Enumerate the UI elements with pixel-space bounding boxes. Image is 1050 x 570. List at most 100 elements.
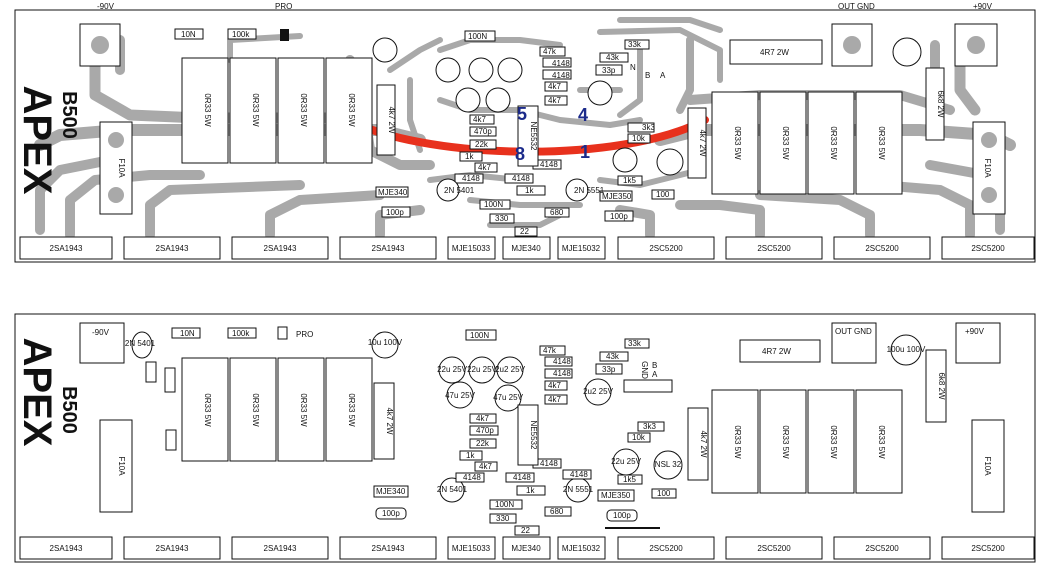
res-6k8-2w [925,67,945,141]
diode-4148-label: 4148 [552,59,570,68]
q2n5401-label: 2N 5401 [125,339,156,348]
resistor-0r33-label: 0R33 5W [781,126,790,160]
out-gnd-label: OUT GND [835,327,872,336]
resistor-0r33-label: 0R33 5W [347,93,356,127]
transistor-row-bottom: 2SA1943 2SA1943 2SA1943 2SA1943 MJE15033… [19,536,1035,560]
res-10k-label: 10k [632,134,646,143]
diode-4148-label: 4148 [513,473,531,482]
cap-2u2-label: 2u2 25V [495,365,525,374]
transistor-2sc5200-label: 2SC5200 [757,544,791,553]
pin-number-8: 8 [515,144,525,164]
res-4k7-label: 4k7 [548,96,561,105]
cap-33p-label: 33p [602,66,616,75]
ic-ne5532 [517,404,539,466]
resistor-0r33-label: 0R33 5W [347,393,356,427]
res-1k-label: 1k [525,186,534,195]
mje340-label: MJE340 [376,487,406,496]
fuse-left [99,419,133,513]
res-1k5-label: 1k5 [623,176,636,185]
res-4k7-label: 4k7 [479,462,492,471]
transistor-2sa1943-label: 2SA1943 [372,544,405,553]
diode-4148-label: 4148 [553,357,571,366]
res-43k-label: 43k [606,53,620,62]
power-resistors-left: 0R33 5W 0R33 5W 0R33 5W 0R33 5W [181,57,373,164]
res-330-label: 330 [496,514,510,523]
pin-number-5: 5 [517,104,527,124]
res-680-label: 680 [550,208,564,217]
res-330-label: 330 [495,214,509,223]
cap-22u-label: 22u 25V [611,457,641,466]
transistor-2sc5200-label: 2SC5200 [865,544,899,553]
ic-ne5532 [517,105,539,167]
terminal-neg [79,322,125,364]
resistor-0r33-label: 0R33 5W [203,93,212,127]
pin-b-label: B [652,361,657,370]
resistor-0r33-label: 0R33 5W [877,126,886,160]
cap-33p-label: 33p [602,365,616,374]
transistor-2sc5200-label: 2SC5200 [649,244,683,253]
res-4k7-label: 4k7 [473,115,486,124]
resistor-0r33-label: 0R33 5W [733,126,742,160]
cap-470p-label: 470p [474,127,492,136]
brand-logo: APEX [15,338,59,447]
model-label: B500 [58,386,80,434]
res-4k7-2w-left [373,382,395,460]
res-3k3-label: 3k3 [642,123,655,132]
transistor-2sc5200-label: 2SC5200 [649,544,683,553]
driver-mje15032-label: MJE15032 [562,244,601,253]
resistor-0r33-label: 0R33 5W [251,93,260,127]
diode-4148-label: 4148 [570,470,588,479]
res-100k-label: 100k [232,329,250,338]
pin-b-label: B [645,71,650,80]
electrolytic-caps [372,37,922,202]
driver-mje340-label: MJE340 [511,544,541,553]
transistor-2sc5200-label: 2SC5200 [757,244,791,253]
cap-100u-label: 100u 100V [887,345,926,354]
pin-gnd-label: GND [640,361,649,379]
res-100-label: 100 [657,489,671,498]
res-4k7-label: 4k7 [548,381,561,390]
fuse-right [971,419,1005,513]
res-22-label: 22 [520,227,529,236]
diode-4148-label: 4148 [512,174,530,183]
res-4k7-label: 4k7 [548,395,561,404]
resistor-0r33-label: 0R33 5W [781,425,790,459]
res-47k-label: 47k [543,47,557,56]
resistor-0r33-label: 0R33 5W [877,425,886,459]
diode-4148-label: 4148 [463,473,481,482]
resistor-0r33-label: 0R33 5W [251,393,260,427]
transistor-row-top: 2SA1943 2SA1943 2SA1943 2SA1943 MJE15033… [19,236,1035,260]
res-1k-label: 1k [466,451,475,460]
transistor-2sa1943-label: 2SA1943 [50,544,83,553]
res-4k7-2w-label: 4k7 2W [699,430,708,458]
cap-100n-label: 100N [495,500,514,509]
diode-4148-label: 4148 [553,369,571,378]
cap-100p-label: 100p [386,208,404,217]
resistor-0r33-label: 0R33 5W [829,425,838,459]
cap-22u-label: 22u 25V [467,365,497,374]
q2n5551-label: 2N 5551 [574,186,605,195]
pin-number-1: 1 [580,142,590,162]
transistor-2sa1943-label: 2SA1943 [156,244,189,253]
res-6k8-2w-label: 6k8 2W [936,90,945,118]
res-4k7-2w-label: 4k7 2W [387,106,396,134]
diode-4148-label: 4148 [462,174,480,183]
pin-a-label: A [652,370,658,379]
resistor-0r33-label: 0R33 5W [299,93,308,127]
res-22k-label: 22k [475,140,489,149]
fuse-label-left: F10A [117,158,126,178]
pin-number-4: 4 [578,105,588,125]
cap-100n-label: 100N [484,200,503,209]
mje340-label: MJE340 [378,188,408,197]
res-47k-label: 47k [543,346,557,355]
ic-label: NE5532 [529,122,538,151]
driver-mje15032-label: MJE15032 [562,544,601,553]
resistor-0r33-label: 0R33 5W [733,425,742,459]
cap-100n-label: 100N [468,32,487,41]
fuse-label: F10A [983,456,992,476]
res-4k7-2w-label: 4k7 2W [385,407,394,435]
transistor-2sc5200-label: 2SC5200 [865,244,899,253]
res-4r7 [729,39,823,65]
cap-100p-label: 100p [610,212,628,221]
